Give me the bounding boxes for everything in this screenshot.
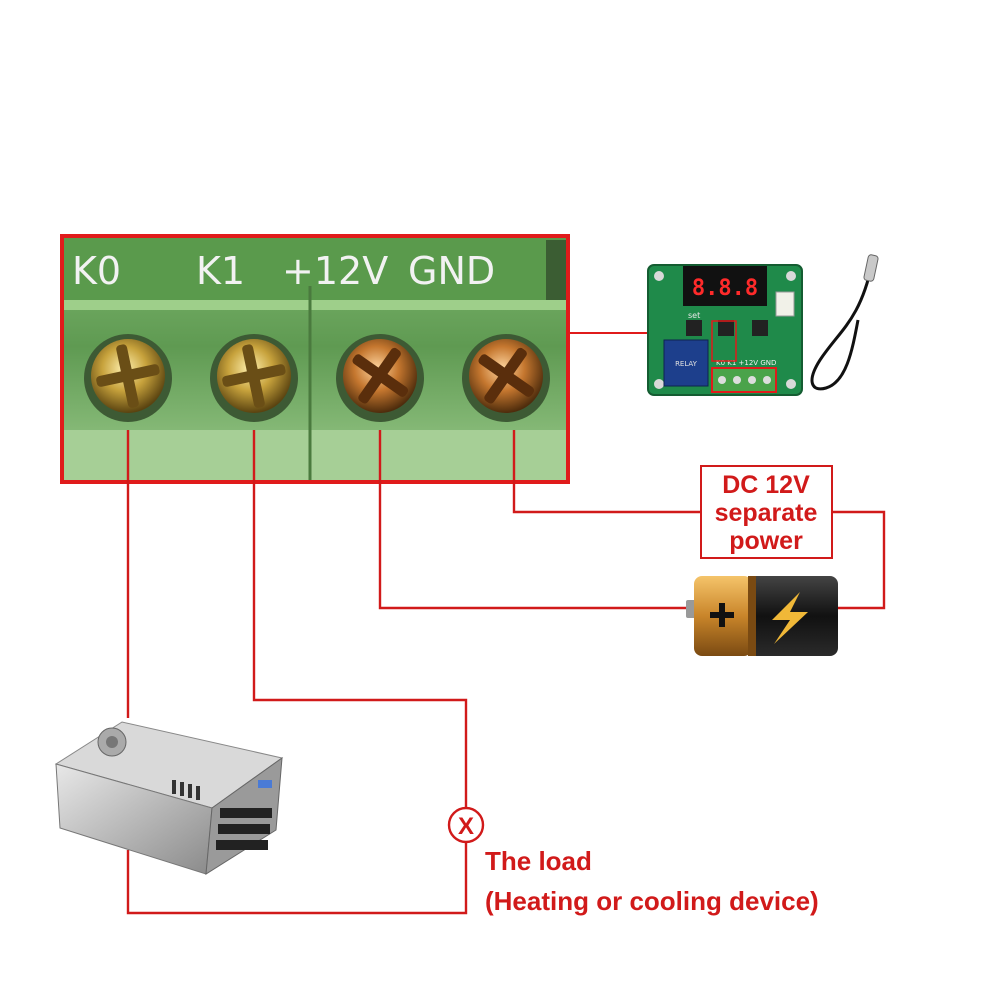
terminal-block: K0 K1 +12V GND [60,234,570,484]
wire-psu-to-load [126,842,468,915]
power-note-line-2: separate [715,499,818,527]
board-pin-labels: K0 K1 +12V GND [716,359,776,367]
load-title: The load [485,846,592,876]
power-supply-icon [54,721,284,875]
lightning-icon [772,592,808,644]
screw-terminal-icon [462,334,550,422]
terminal-label-k1: K1 [196,249,245,293]
battery-icon [686,576,838,656]
board-set-label: set [688,311,700,320]
svg-text:RELAY: RELAY [675,360,698,368]
wire-12v [378,430,692,610]
load-symbol: X [458,813,474,840]
wire-k1 [252,430,468,808]
board-display: 8.8.8 [692,276,758,301]
load-subtitle: (Heating or cooling device) [485,886,819,916]
wire-gnd [512,430,701,514]
power-note: DC 12V separate power [700,465,833,559]
power-note-line-3: power [729,527,803,555]
terminal-label-12v: +12V [282,249,388,293]
temperature-probe-icon [810,254,879,391]
wiring [126,430,886,915]
wire-battery-return [832,510,886,610]
screw-terminal-icon [84,334,172,422]
screw-terminal-icon [210,334,298,422]
terminal-label-gnd: GND [408,249,495,293]
screw-terminal-icon [336,334,424,422]
load-symbol-icon: X [447,806,485,844]
power-note-line-1: DC 12V [722,471,810,499]
terminal-label-k0: K0 [72,249,121,293]
thermostat-board-icon: 8.8.8 set RELAY K0 K1 +12V GND [647,264,803,396]
